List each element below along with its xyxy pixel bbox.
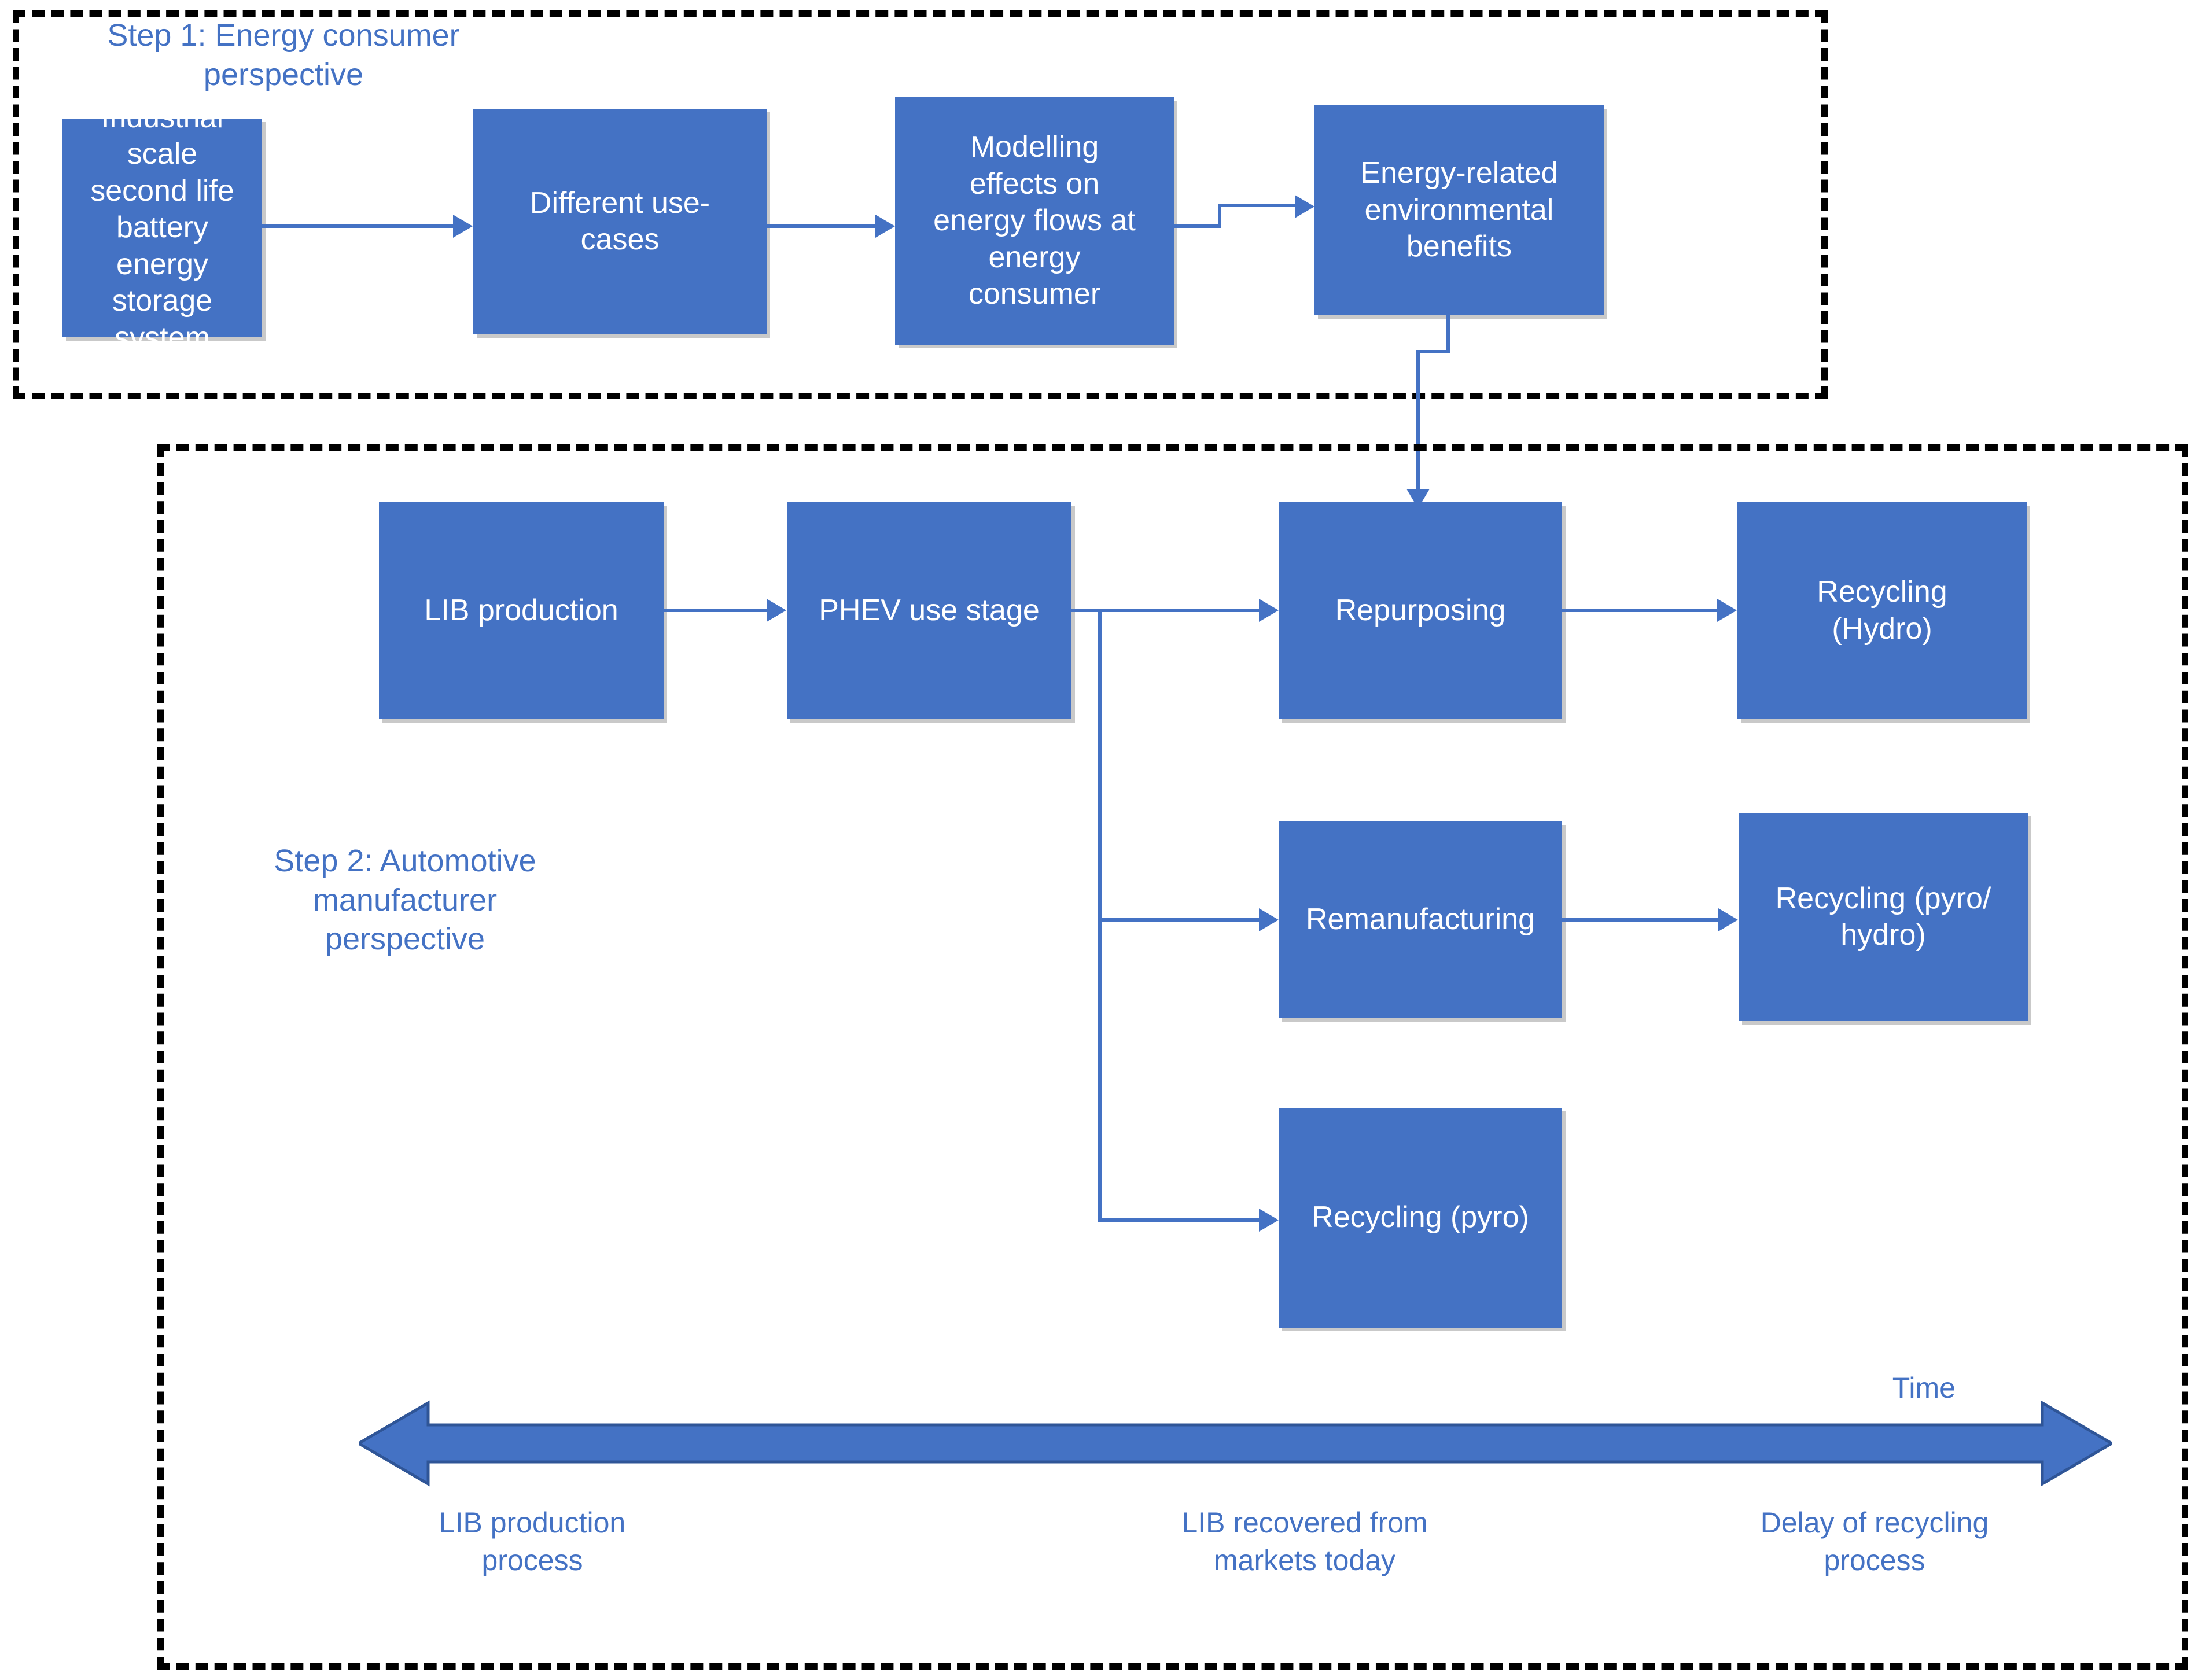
connector-bus-to-repurposing bbox=[1098, 609, 1259, 612]
step2-caption: Step 2: Automotive manufacturer perspect… bbox=[274, 843, 536, 956]
connector-modelling-to-benefits-riser bbox=[1218, 204, 1221, 228]
connector-modelling-to-benefits-upper bbox=[1218, 204, 1295, 207]
node-remanufacturing[interactable]: Remanufacturing bbox=[1279, 821, 1562, 1018]
step2-group-frame bbox=[157, 444, 2188, 1670]
node-use-cases[interactable]: Different use- cases bbox=[473, 109, 767, 334]
node-repurposing[interactable]: Repurposing bbox=[1279, 502, 1562, 719]
time-axis-label: Time bbox=[1892, 1372, 1956, 1404]
arrowhead-repurposing-to-hydro bbox=[1717, 599, 1737, 622]
node-recycling-hydro[interactable]: Recycling (Hydro) bbox=[1737, 502, 2027, 719]
arrowhead-bus-to-remanufacturing bbox=[1259, 908, 1279, 931]
connector-bus-to-remanufacturing bbox=[1098, 918, 1259, 922]
node-modelling[interactable]: Modelling effects on energy flows at ene… bbox=[895, 97, 1174, 345]
node-industrial-storage[interactable]: Industrial scale second life battery ene… bbox=[62, 101, 262, 355]
arrowhead-modelling-to-benefits bbox=[1295, 195, 1314, 218]
node-recycling-pyro-hydro[interactable]: Recycling (pyro/ hydro) bbox=[1739, 813, 2028, 1021]
arrowhead-libprod-to-phev bbox=[767, 599, 786, 622]
connector-repurposing-to-hydro bbox=[1562, 609, 1717, 612]
time-axis-arrow bbox=[359, 1400, 2112, 1487]
connector-branch-bus bbox=[1098, 609, 1102, 1222]
arrowhead-usecases-to-modelling bbox=[875, 215, 895, 238]
timeline-marker-2: LIB recovered from markets today bbox=[1181, 1506, 1428, 1576]
connector-benefits-drop-stub bbox=[1446, 315, 1450, 353]
connector-libprod-to-phev bbox=[664, 609, 767, 612]
node-benefits[interactable]: Energy-related environmental benefits bbox=[1314, 105, 1604, 315]
step1-group-frame bbox=[13, 10, 1828, 399]
arrowhead-storage-to-usecases bbox=[453, 215, 473, 238]
connector-reman-to-pyrohydro bbox=[1562, 918, 1718, 922]
connector-modelling-to-benefits-lower bbox=[1174, 224, 1221, 228]
timeline-marker-3: Delay of recycling process bbox=[1760, 1506, 1989, 1576]
arrowhead-reman-to-pyrohydro bbox=[1718, 908, 1738, 931]
connector-storage-to-usecases bbox=[262, 224, 453, 228]
connector-usecases-to-modelling bbox=[767, 224, 875, 228]
step1-caption: Step 1: Energy consumer perspective bbox=[107, 18, 460, 92]
node-lib-production[interactable]: LIB production bbox=[379, 502, 664, 719]
connector-bus-to-recycling-pyro bbox=[1098, 1218, 1259, 1222]
node-recycling-pyro[interactable]: Recycling (pyro) bbox=[1279, 1108, 1562, 1328]
arrowhead-bus-to-recycling-pyro bbox=[1259, 1209, 1279, 1232]
timeline-marker-1: LIB production process bbox=[439, 1506, 626, 1576]
connector-benefits-jog bbox=[1416, 350, 1450, 353]
arrowhead-bus-to-repurposing bbox=[1259, 599, 1279, 622]
connector-benefits-to-repurposing bbox=[1416, 350, 1420, 496]
node-phev-use-stage[interactable]: PHEV use stage bbox=[787, 502, 1071, 719]
